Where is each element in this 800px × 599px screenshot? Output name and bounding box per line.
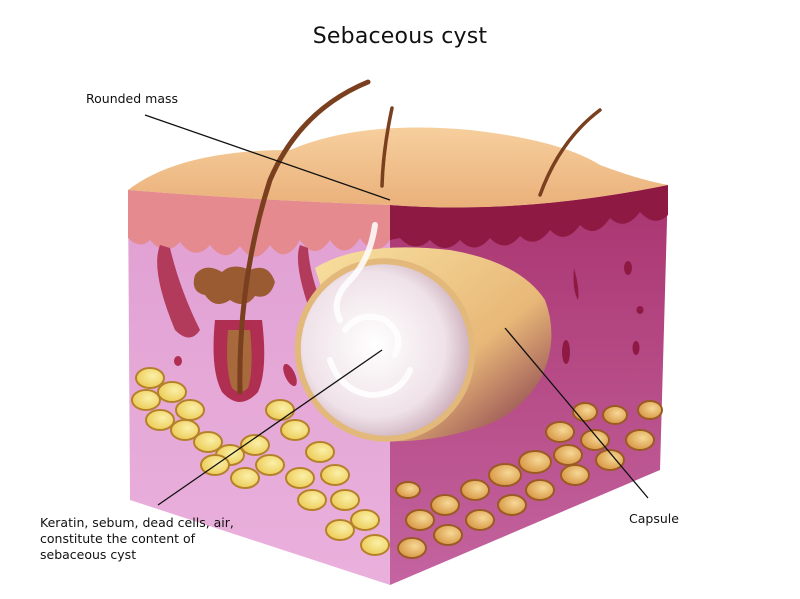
label-cyst-content: Keratin, sebum, dead cells, air, constit… [40, 515, 300, 563]
label-rounded-mass: Rounded mass [86, 91, 179, 106]
cyst-content [300, 264, 470, 436]
label-cyst-content-line1: Keratin, sebum, dead cells, air, [40, 515, 234, 530]
label-capsule: Capsule [629, 511, 679, 526]
label-cyst-content-line2: constitute the content of [40, 531, 196, 546]
label-cyst-content-line3: sebaceous cyst [40, 547, 137, 562]
leader-lines [144, 114, 649, 506]
diagram-title: Sebaceous cyst [312, 24, 488, 49]
